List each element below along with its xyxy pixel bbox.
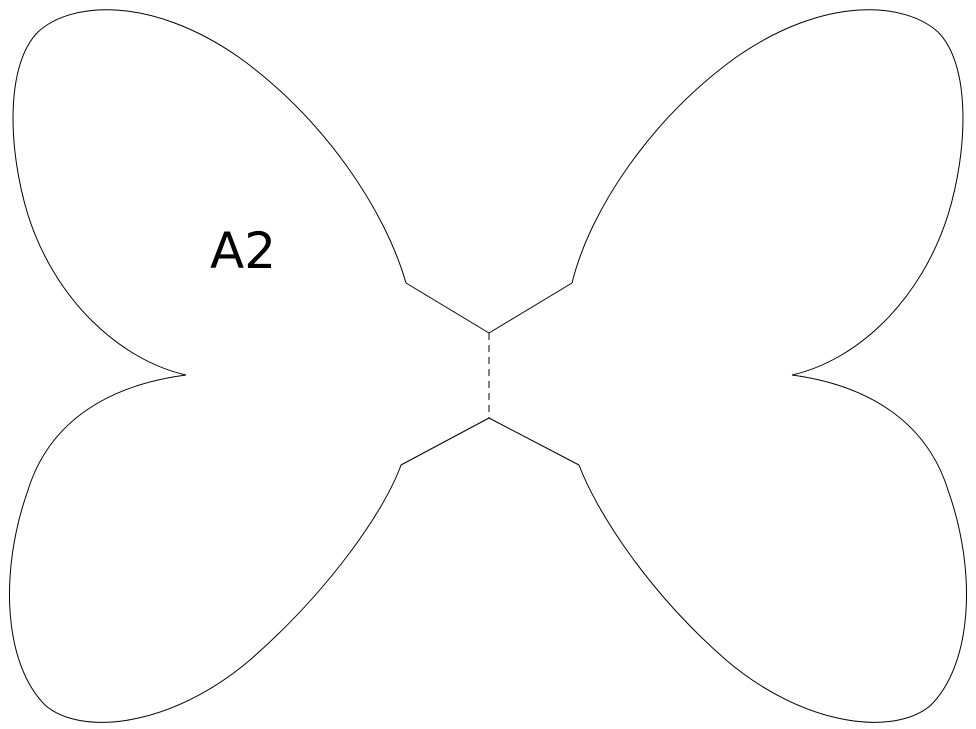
body-upper-left-edge — [405, 282, 490, 334]
lower-right-wing-outline — [578, 374, 967, 723]
piece-label: A2 — [210, 222, 276, 280]
body-lower-right-edge — [488, 417, 580, 466]
body-lower-left-edge — [400, 417, 490, 466]
upper-right-wing-outline — [571, 9, 964, 376]
body-upper-right-edge — [488, 282, 573, 334]
upper-left-wing-outline — [12, 9, 407, 376]
lower-left-wing-outline — [9, 374, 402, 723]
